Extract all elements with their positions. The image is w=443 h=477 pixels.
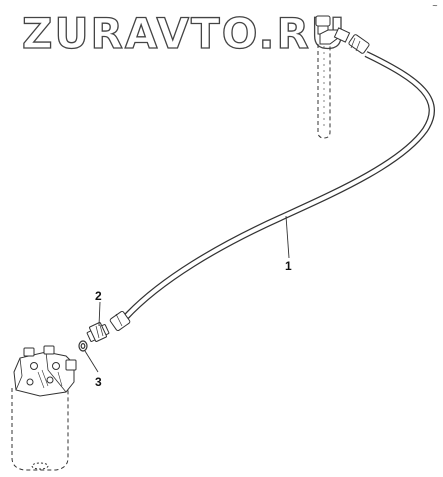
corner-mark: ~ [432,2,438,10]
callout-2: 2 [95,289,102,327]
lower-hose-nut [109,310,131,332]
callout-label-1: 1 [285,259,292,273]
upper-sender-unit [315,15,351,139]
callout-label-3: 3 [95,375,102,389]
upper-hose-nut [348,34,370,54]
sealing-washer [78,340,88,352]
fuel-hose [122,51,436,321]
callout-1: 1 [285,215,292,273]
watermark: ZURAVTO.RU [22,9,347,58]
callout-3: 3 [84,350,102,389]
fuel-filter-assembly [11,345,77,471]
connector-fitting [86,322,110,342]
callout-label-2: 2 [95,289,102,303]
